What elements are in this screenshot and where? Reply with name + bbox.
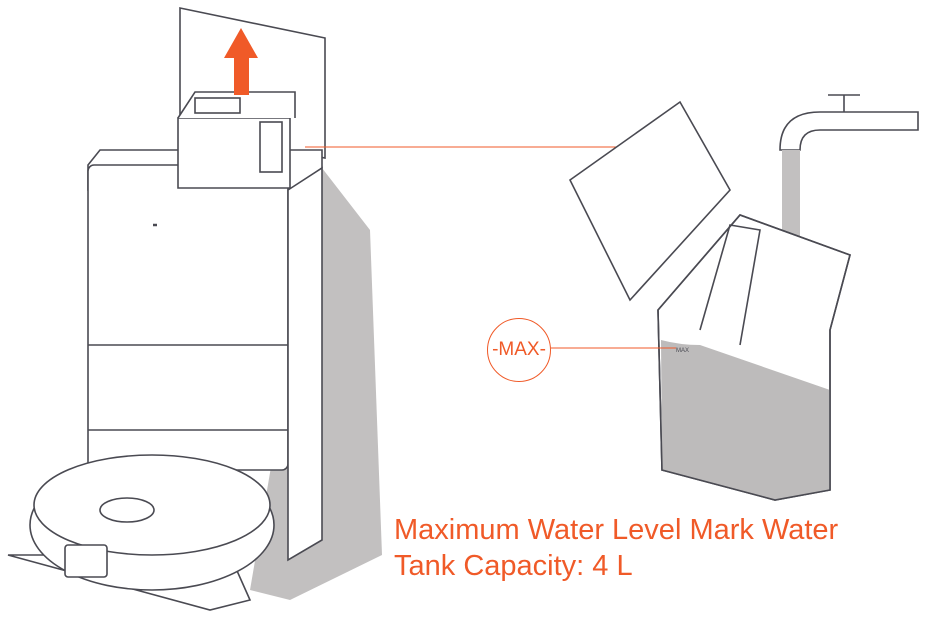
max-badge: -MAX- (487, 318, 551, 382)
caption-line-1: Maximum Water Level Mark Water (394, 514, 839, 546)
caption: Maximum Water Level Mark Water Tank Capa… (394, 512, 838, 584)
water-tank-large (657, 214, 851, 501)
water-stream (782, 150, 800, 245)
tank-max-mark: MAX (676, 348, 689, 354)
up-arrow-icon (224, 28, 258, 95)
water-fill (661, 340, 830, 500)
faucet (779, 94, 919, 151)
robot-vacuum (29, 454, 275, 591)
caption-line-2: Tank Capacity: 4 L (394, 550, 633, 582)
tank-lid (568, 100, 731, 302)
water-tank-small (177, 91, 296, 189)
max-badge-label: -MAX- (492, 339, 546, 360)
